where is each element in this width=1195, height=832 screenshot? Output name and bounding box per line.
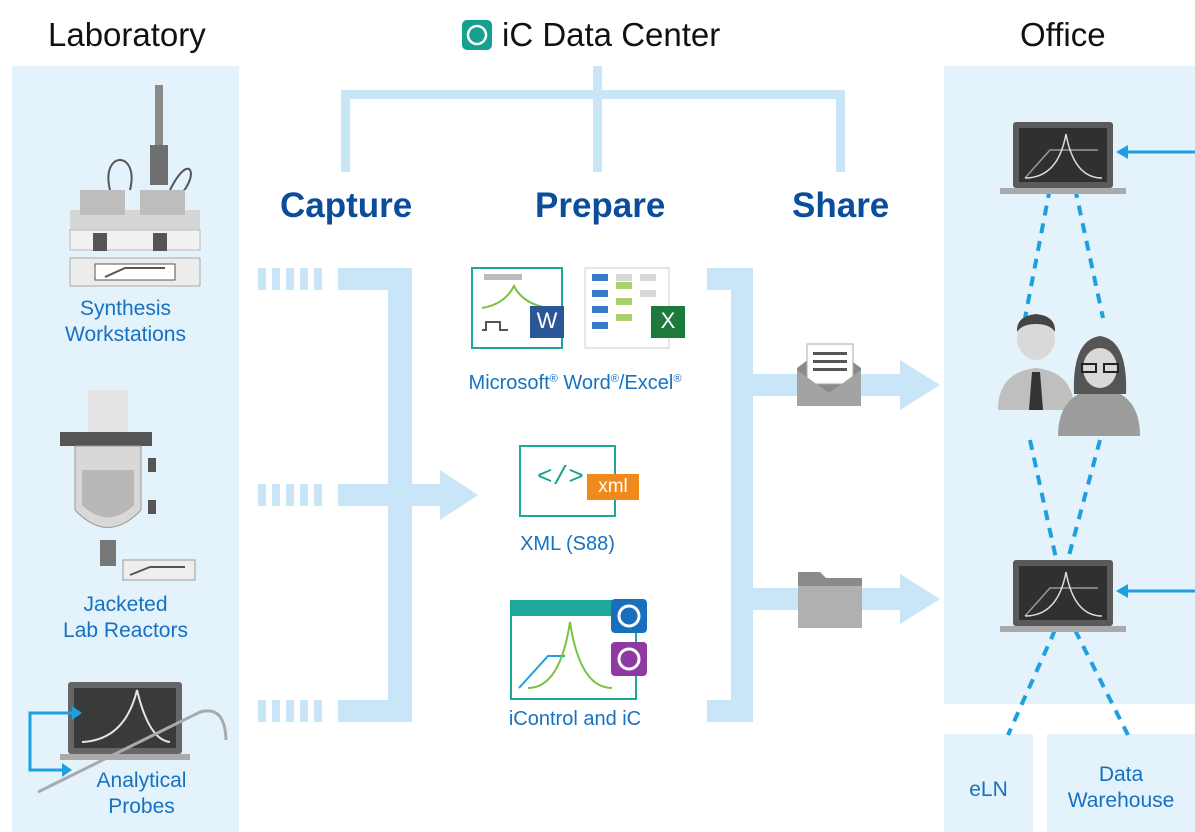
- share-flow: [707, 268, 940, 722]
- xml-badge: xml: [598, 476, 628, 497]
- analytical-probes-caption: Analytical Probes: [96, 769, 187, 818]
- jacketed-reactors-caption: Jacketed Lab Reactors: [63, 593, 188, 642]
- capture-label: Capture: [280, 186, 413, 225]
- excel-badge-letter: X: [660, 308, 676, 333]
- jacketed-reactor-illustration: [60, 390, 196, 581]
- office-laptop-top: [1000, 122, 1195, 194]
- xml-caption: XML (S88): [520, 533, 615, 555]
- people-icon: [998, 314, 1140, 436]
- excel-spreadsheet-icon: [584, 267, 685, 349]
- synthesis-workstations-caption: Synthesis Workstations: [65, 297, 186, 346]
- office-heading: Office: [1020, 16, 1106, 53]
- xml-code-glyph: </>: [537, 462, 584, 492]
- eln-panel: [944, 734, 1033, 832]
- microsoft-office-caption: Microsoft® Word®/Excel®: [468, 372, 682, 394]
- share-label: Share: [792, 186, 890, 225]
- eln-caption: eLN: [969, 778, 1008, 801]
- office-connection-lines: [1006, 187, 1130, 736]
- center-bracket: [341, 66, 845, 172]
- email-icon: [797, 343, 861, 406]
- analytical-probe-illustration: [28, 682, 228, 794]
- capture-flow: [258, 268, 478, 722]
- data-warehouse-panel: [1047, 734, 1195, 832]
- office-laptop-bottom: [1000, 560, 1195, 632]
- laboratory-heading: Laboratory: [48, 16, 206, 53]
- data-warehouse-caption: Data Warehouse: [1067, 763, 1175, 812]
- prepare-label: Prepare: [535, 186, 666, 225]
- icontrol-caption: iControl and iC: [508, 708, 642, 730]
- ic-data-center-title: iC Data Center: [502, 16, 721, 53]
- icontrol-window-icon: [510, 599, 647, 700]
- word-badge-letter: W: [536, 308, 558, 333]
- ic-data-center-logo-icon: [462, 20, 492, 50]
- word-document-icon: [471, 267, 564, 349]
- synthesis-workstation-illustration: [69, 85, 201, 287]
- folder-icon: [798, 572, 862, 628]
- xml-file-icon: [519, 445, 639, 517]
